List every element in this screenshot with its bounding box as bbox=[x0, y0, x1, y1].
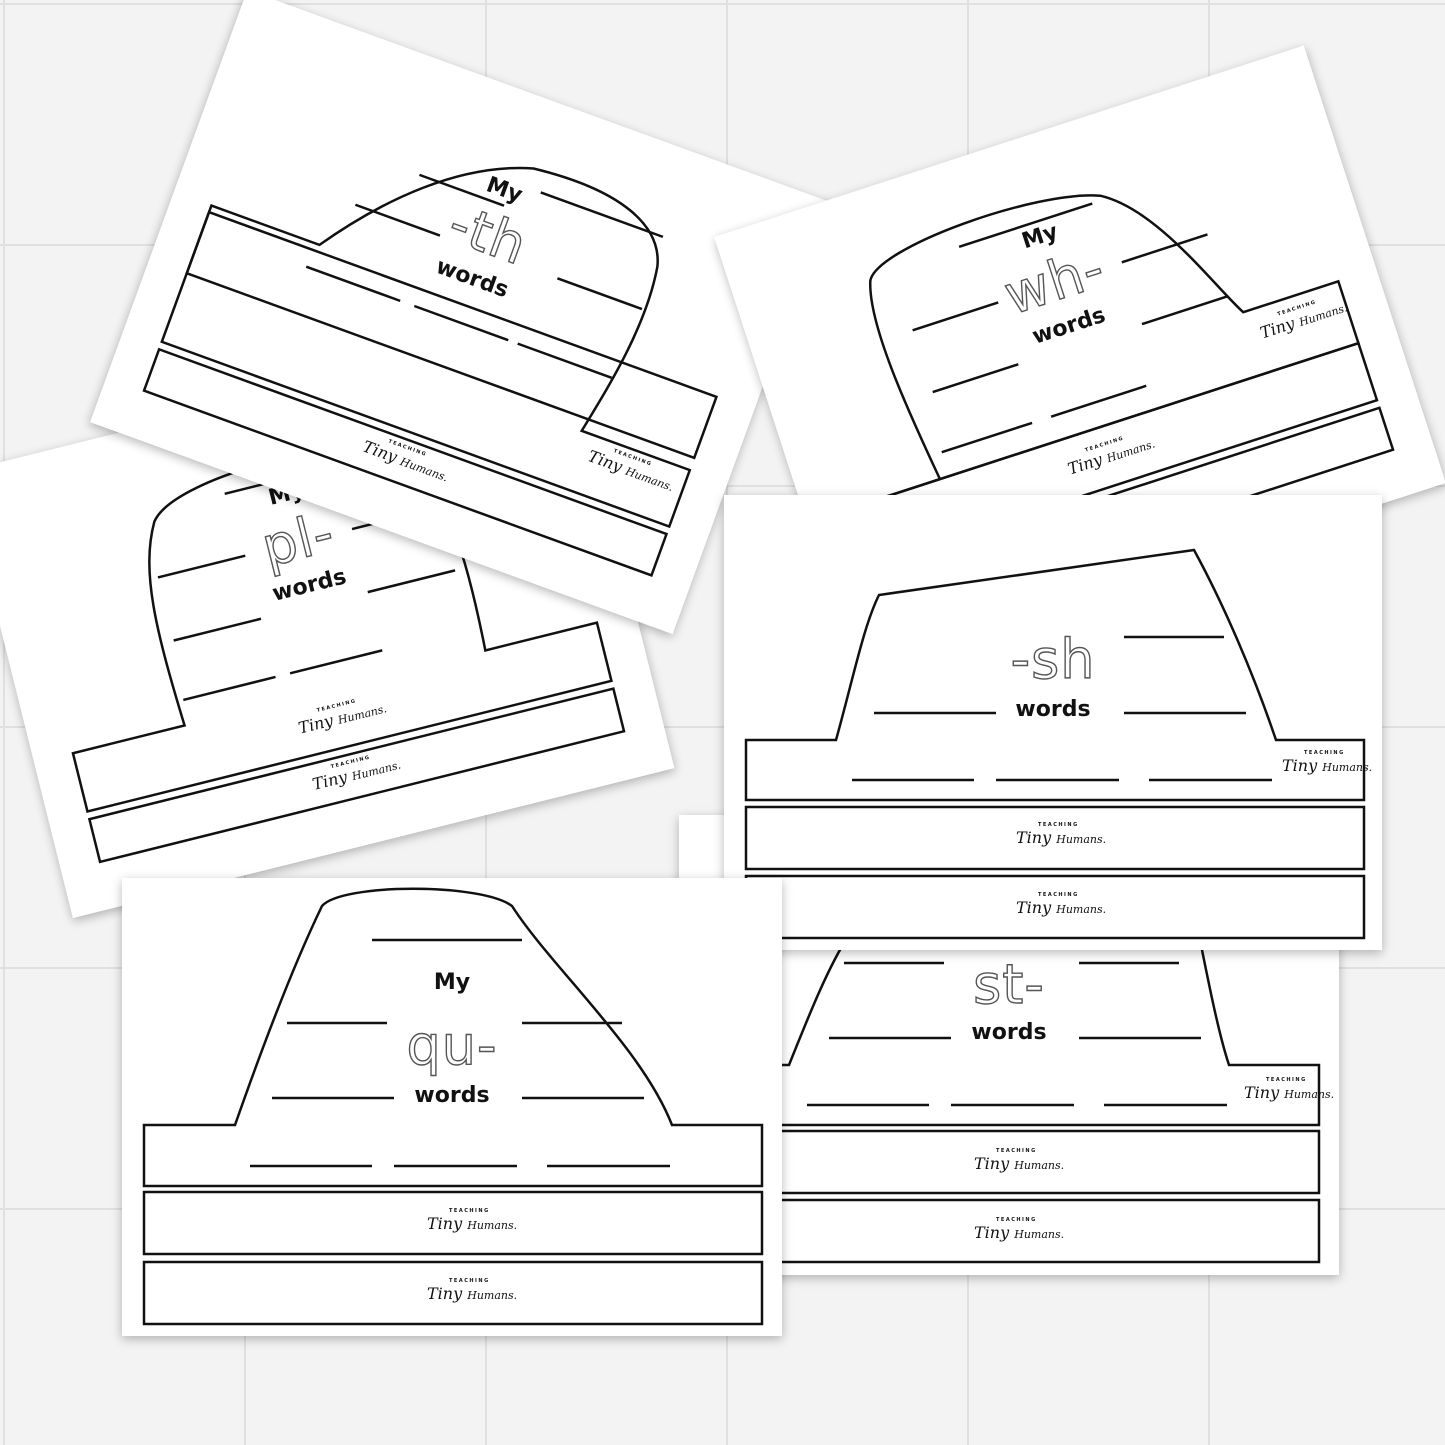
logo-tiny: Tiny bbox=[974, 1223, 1010, 1242]
teaching-tiny-humans-logo: TEACHING Tiny Humans. bbox=[974, 1217, 1064, 1251]
logo-humans: Humans. bbox=[467, 1219, 518, 1232]
logo-humans: Humans. bbox=[623, 464, 676, 495]
teaching-tiny-humans-logo: TEACHING Tiny Humans. bbox=[1016, 822, 1106, 856]
logo-tiny: Tiny bbox=[427, 1284, 463, 1303]
logo-teaching: TEACHING bbox=[1038, 892, 1079, 898]
logo-teaching: TEACHING bbox=[449, 1208, 490, 1214]
logo-humans: Humans. bbox=[467, 1289, 518, 1302]
logo-tiny: Tiny bbox=[1065, 449, 1105, 479]
logo-teaching: TEACHING bbox=[1038, 822, 1079, 828]
hat-outline bbox=[142, 887, 764, 1326]
teaching-tiny-humans-logo: TEACHING Tiny Humans. bbox=[427, 1278, 517, 1312]
logo-tiny: Tiny bbox=[1016, 898, 1052, 917]
blend-label: -sh bbox=[1010, 628, 1096, 691]
logo-humans: Humans. bbox=[398, 455, 450, 485]
logo-humans: Humans. bbox=[1284, 1088, 1335, 1101]
logo-humans: Humans. bbox=[1014, 1159, 1065, 1172]
blend-label: qu- bbox=[406, 1014, 498, 1077]
logo-tiny: Tiny bbox=[296, 710, 336, 738]
logo-tiny: Tiny bbox=[1016, 828, 1052, 847]
worksheet-th: My -th words TEACHING Tiny Humans. TEACH… bbox=[90, 0, 830, 635]
logo-tiny: Tiny bbox=[427, 1214, 463, 1233]
worksheet-wh: My wh- words TEACHING Tiny Humans. TEACH… bbox=[714, 45, 1445, 675]
logo-tiny: Tiny bbox=[1282, 756, 1318, 775]
my-label: My bbox=[433, 970, 471, 995]
words-label: words bbox=[414, 1083, 490, 1108]
blend-label: st- bbox=[972, 953, 1045, 1016]
teaching-tiny-humans-logo: TEACHING Tiny Humans. bbox=[427, 1208, 517, 1242]
logo-teaching: TEACHING bbox=[1304, 750, 1345, 756]
logo-humans: Humans. bbox=[1056, 903, 1107, 916]
words-label: words bbox=[1015, 697, 1091, 722]
logo-teaching: TEACHING bbox=[449, 1278, 490, 1284]
teaching-tiny-humans-logo: TEACHING Tiny Humans. bbox=[1244, 1077, 1334, 1111]
words-label: words bbox=[971, 1020, 1047, 1045]
teaching-tiny-humans-logo: TEACHING Tiny Humans. bbox=[1016, 892, 1106, 926]
logo-teaching: TEACHING bbox=[1266, 1077, 1307, 1083]
logo-tiny: Tiny bbox=[974, 1154, 1010, 1173]
hat-outline bbox=[744, 548, 1366, 940]
logo-tiny: Tiny bbox=[1244, 1083, 1280, 1102]
logo-humans: Humans. bbox=[1322, 761, 1373, 774]
logo-teaching: TEACHING bbox=[996, 1148, 1037, 1154]
logo-humans: Humans. bbox=[1014, 1228, 1065, 1241]
worksheet-qu: My qu- words TEACHING Tiny Humans. TEACH… bbox=[122, 878, 782, 1336]
logo-teaching: TEACHING bbox=[996, 1217, 1037, 1223]
hat-outline bbox=[843, 194, 1395, 619]
logo-humans: Humans. bbox=[1056, 833, 1107, 846]
teaching-tiny-humans-logo: TEACHING Tiny Humans. bbox=[1282, 750, 1372, 784]
teaching-tiny-humans-logo: TEACHING Tiny Humans. bbox=[974, 1148, 1064, 1182]
hat-outline bbox=[142, 166, 719, 577]
logo-tiny: Tiny bbox=[310, 766, 350, 794]
logo-tiny: Tiny bbox=[1257, 313, 1297, 343]
worksheet-sh: -sh words TEACHING Tiny Humans. TEACHING… bbox=[724, 495, 1382, 950]
